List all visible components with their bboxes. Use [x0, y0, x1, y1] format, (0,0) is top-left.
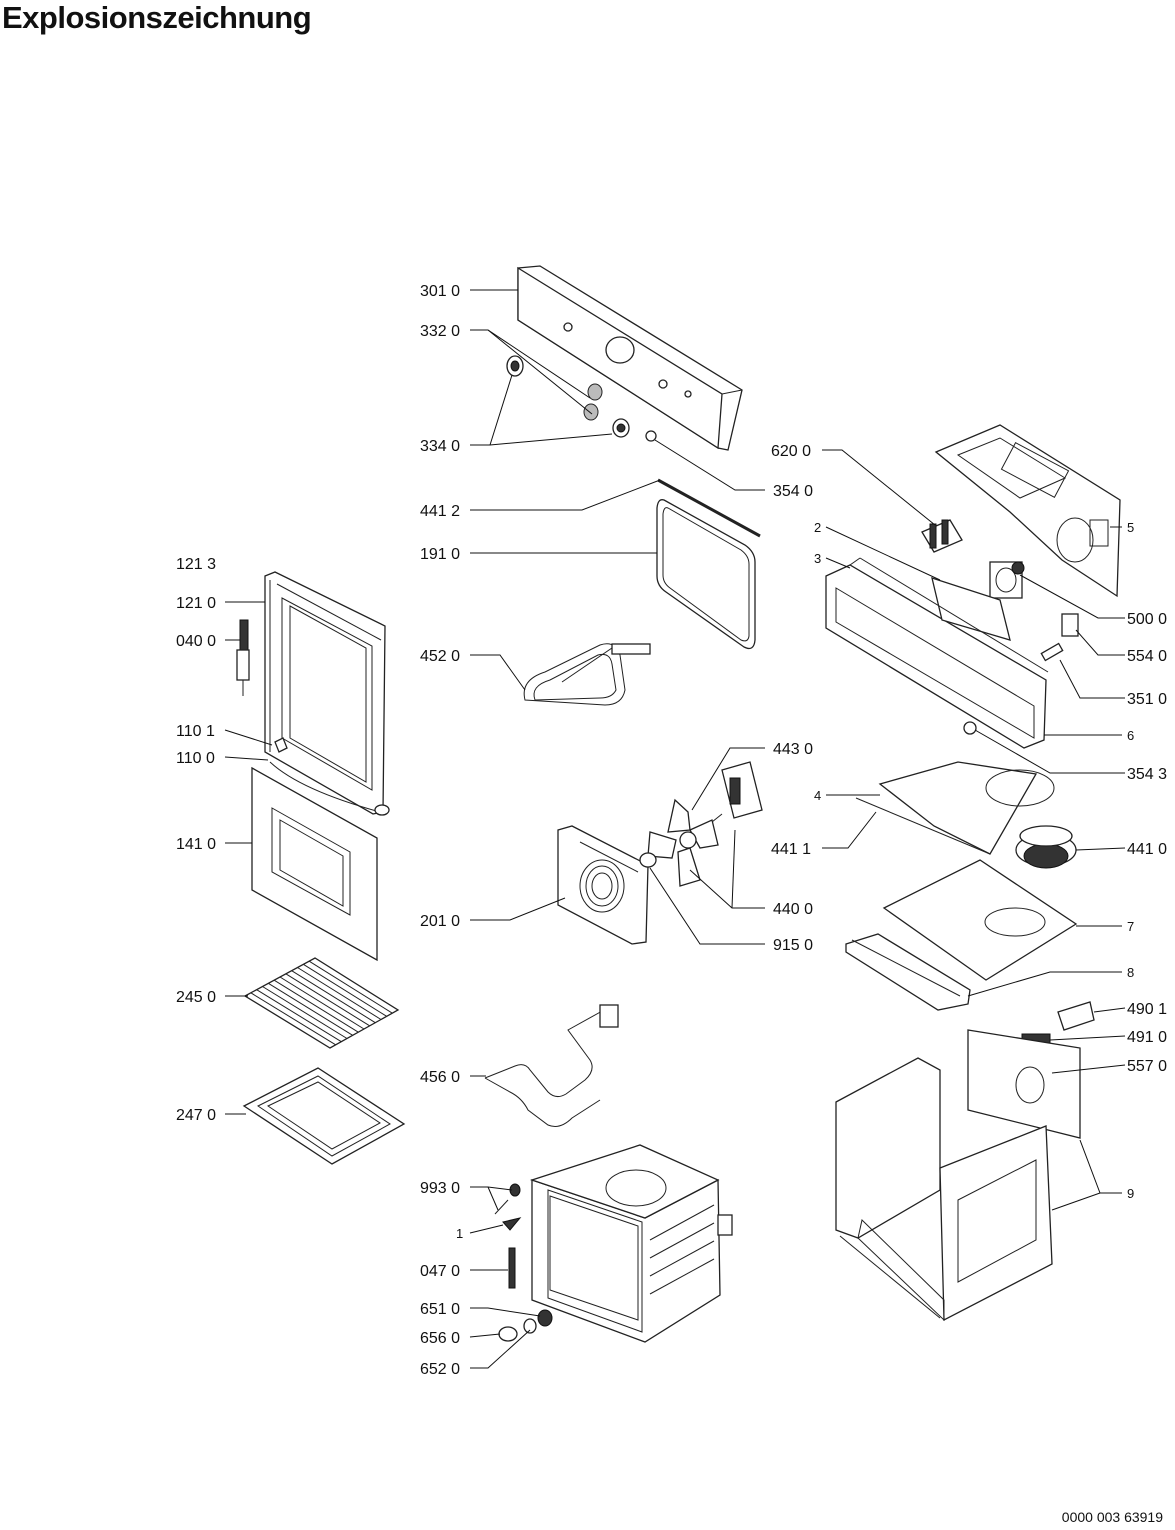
label-9: 9	[1127, 1186, 1134, 1201]
outer-casing-drawing	[835, 1029, 1081, 1322]
small-parts-drawing	[494, 1183, 553, 1342]
label-5: 5	[1127, 520, 1134, 535]
label-452-0: 452 0	[420, 648, 460, 665]
label-1: 1	[456, 1226, 463, 1241]
part-labels: 301 0 332 0 334 0 354 0 441 2 191 0 452 …	[176, 283, 1167, 1378]
label-332-0: 332 0	[420, 323, 460, 340]
label-191-0: 191 0	[420, 546, 460, 563]
fan-and-motor-drawing	[639, 761, 763, 887]
wire-rack-drawing	[243, 957, 400, 1049]
page-title: Explosionszeichnung	[2, 0, 312, 35]
label-490-1: 490 1	[1127, 1001, 1167, 1018]
rack-wire	[291, 970, 376, 1024]
label-354-3: 354 3	[1127, 766, 1167, 783]
hinge-drawing	[236, 619, 250, 696]
rack-wire	[303, 963, 387, 1017]
leader-lines	[224, 289, 1126, 1369]
label-110-0: 110 0	[176, 750, 215, 767]
document-code: 0000 003 63919	[1061, 1509, 1163, 1525]
door-seal-drawing	[656, 478, 761, 650]
front-frame-assembly-drawing	[825, 557, 1049, 749]
label-4: 4	[814, 788, 821, 803]
bottom-plate-drawing	[845, 859, 1078, 1011]
door-glass-drawing	[251, 766, 378, 962]
label-443-0: 443 0	[773, 741, 813, 758]
label-441-0: 441 0	[1127, 841, 1167, 858]
label-915-0: 915 0	[773, 937, 813, 954]
door-frame-drawing	[264, 571, 386, 815]
label-491-0: 491 0	[1127, 1029, 1167, 1046]
control-panel-drawing	[517, 265, 743, 451]
label-656-0: 656 0	[420, 1330, 460, 1347]
label-6: 6	[1127, 728, 1134, 743]
rack-wire	[256, 989, 342, 1043]
label-456-0: 456 0	[420, 1069, 460, 1086]
rack-wire	[268, 982, 353, 1036]
label-440-0: 440 0	[773, 901, 813, 918]
terminal-block-drawing	[921, 519, 963, 553]
rack-wire	[308, 960, 393, 1014]
label-441-1: 441 1	[771, 841, 811, 858]
rack-wire	[273, 979, 359, 1033]
label-351-0: 351 0	[1127, 691, 1167, 708]
rack-wire	[285, 973, 370, 1027]
label-110-1: 110 1	[176, 723, 215, 740]
fan-cover-drawing	[557, 825, 649, 945]
cooling-fan-drawing	[989, 561, 1079, 662]
label-301-0: 301 0	[420, 283, 460, 300]
label-121-0: 121 0	[176, 595, 216, 612]
top-plate-drawing	[855, 761, 1077, 869]
label-245-0: 245 0	[176, 989, 216, 1006]
label-201-0: 201 0	[420, 913, 460, 930]
rack-wire	[262, 986, 348, 1039]
label-247-0: 247 0	[176, 1107, 216, 1124]
rack-wire	[297, 967, 382, 1020]
rear-panel-assembly-drawing	[934, 424, 1121, 598]
label-441-2: 441 2	[420, 503, 460, 520]
knobs-drawing	[506, 355, 657, 442]
label-334-0: 334 0	[420, 438, 460, 455]
rack-wire	[279, 976, 365, 1030]
label-554-0: 554 0	[1127, 648, 1167, 665]
label-7: 7	[1127, 919, 1134, 934]
label-121-3: 121 3	[176, 556, 216, 573]
label-652-0: 652 0	[420, 1361, 460, 1378]
label-141-0: 141 0	[176, 836, 216, 853]
label-557-0: 557 0	[1127, 1058, 1167, 1075]
label-040-0: 040 0	[176, 633, 216, 650]
label-500-0: 500 0	[1127, 611, 1167, 628]
lower-element-drawing	[484, 1004, 619, 1127]
label-8: 8	[1127, 965, 1134, 980]
label-651-0: 651 0	[420, 1301, 460, 1318]
label-047-0: 047 0	[420, 1263, 460, 1280]
door-handle-drawing	[269, 737, 390, 816]
label-993-0: 993 0	[420, 1180, 460, 1197]
label-620-0: 620 0	[771, 443, 811, 460]
label-3: 3	[814, 551, 821, 566]
baking-tray-drawing	[242, 1067, 406, 1165]
oven-cavity-drawing	[529, 1144, 733, 1343]
label-354-0: 354 0	[773, 483, 813, 500]
label-2: 2	[814, 520, 821, 535]
rack-wire	[250, 992, 336, 1046]
grill-element-drawing	[523, 643, 651, 706]
